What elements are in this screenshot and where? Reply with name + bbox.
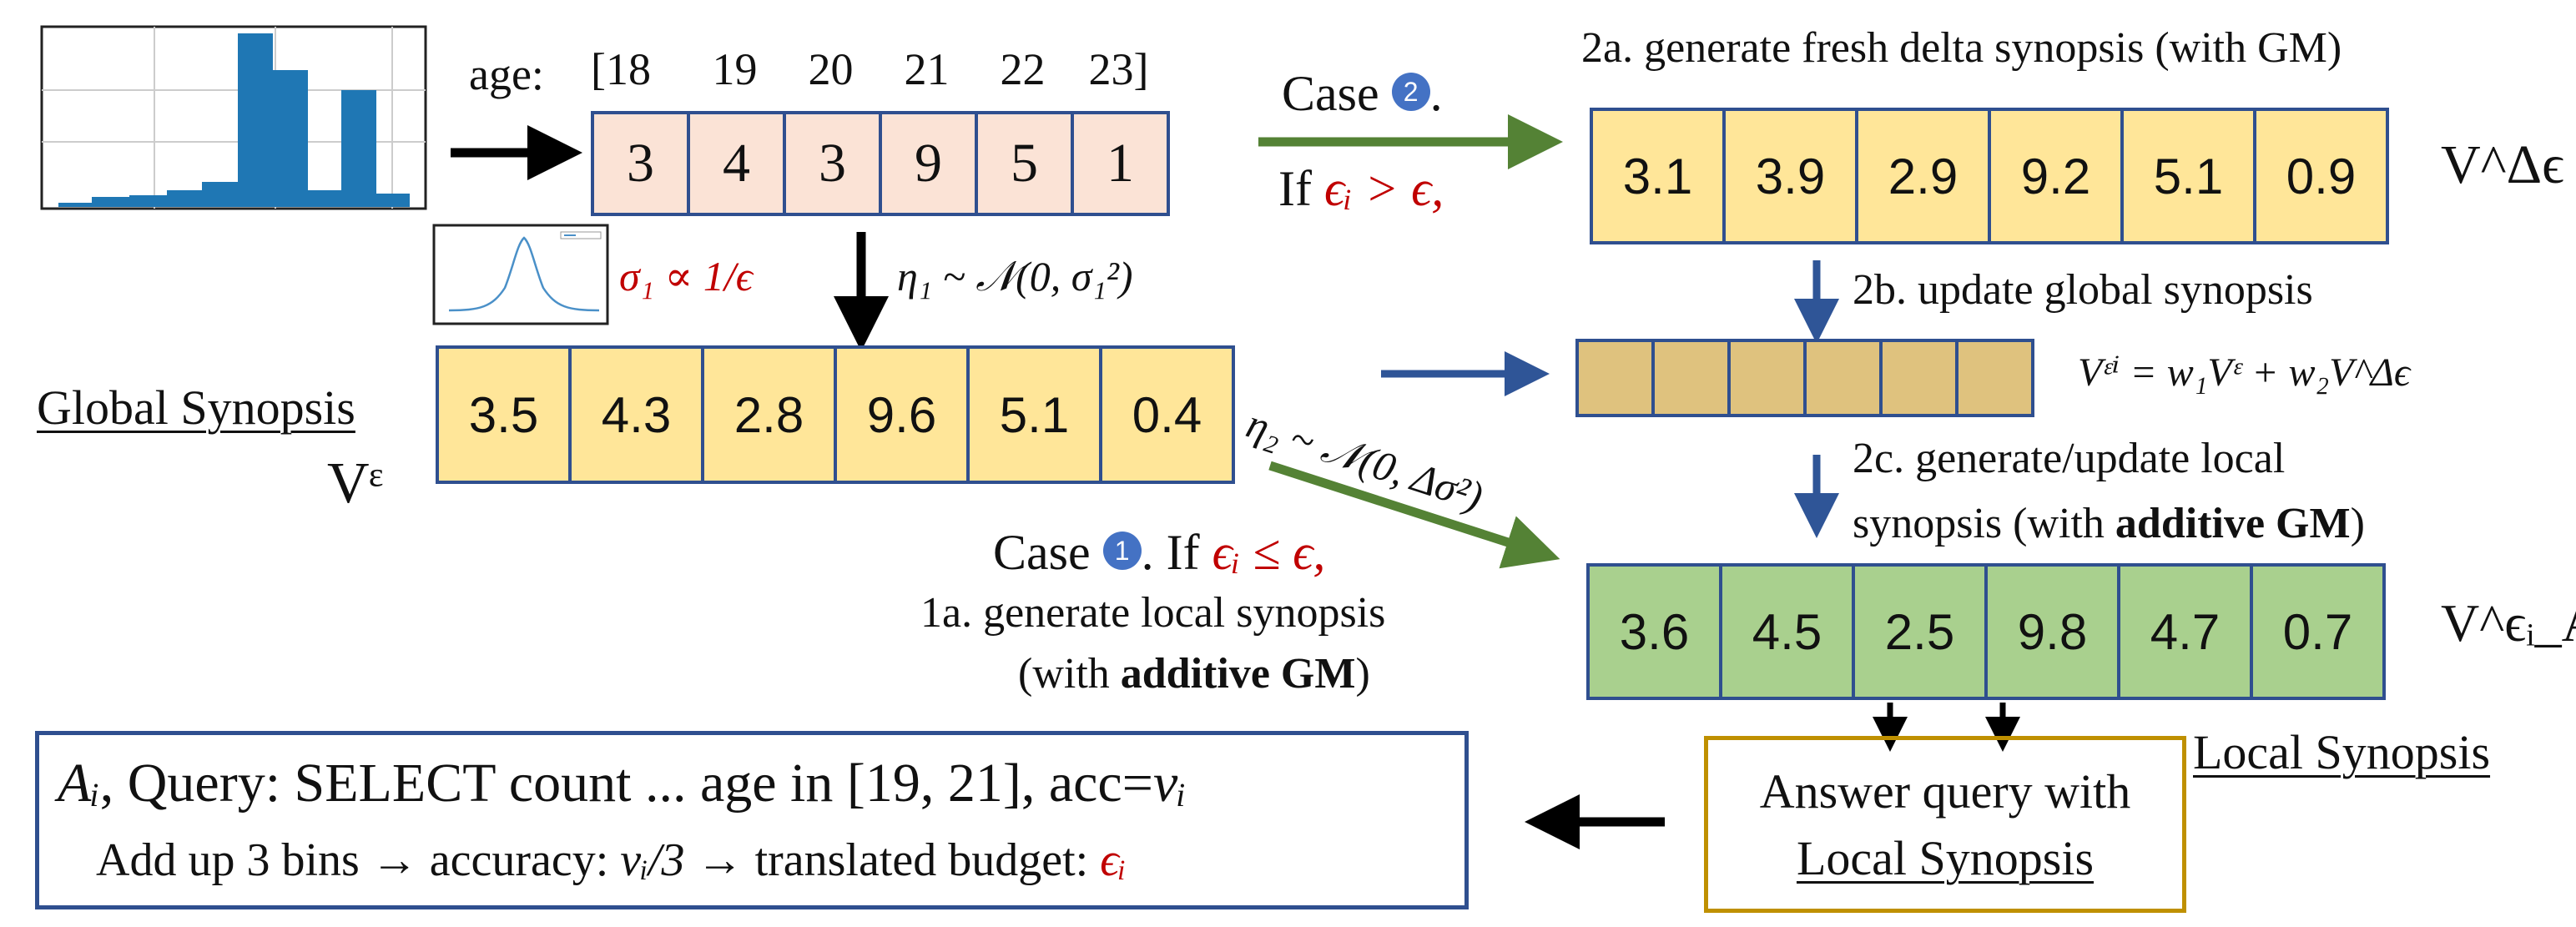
count-cell: 4 [687, 111, 786, 216]
update-formula: Vᵋⁱ = w₁Vᵋ + w₂V^Δϵ [2078, 350, 2411, 395]
local-cell: 4.5 [1719, 563, 1855, 700]
query-line2: Add up 3 bins → accuracy: vᵢ/3 → transla… [96, 834, 1127, 886]
age-tick: 22 [1000, 44, 1046, 94]
delta-cell: 0.9 [2253, 108, 2389, 244]
global-synopsis-row: 3.5 4.3 2.8 9.6 5.1 0.4 [436, 345, 1235, 484]
global-synopsis-symbol: Vᵋ [327, 451, 384, 516]
count-cell: 3 [783, 111, 882, 216]
updated-cell [1575, 339, 1655, 417]
delta-cell: 2.9 [1855, 108, 1991, 244]
local-cell: 3.6 [1586, 563, 1722, 700]
delta-cell: 5.1 [2120, 108, 2256, 244]
count-row: 3 4 3 9 5 1 [591, 111, 1170, 216]
updated-cell [1803, 339, 1883, 417]
delta-synopsis-symbol: V^Δϵ [2441, 134, 2564, 195]
step-2b-label: 2b. update global synopsis [1853, 266, 2313, 314]
count-cell: 9 [879, 111, 978, 216]
age-tick: 23] [1088, 44, 1149, 94]
eta1-expression: η₁ ~ 𝒩(0, σ₁²) [897, 253, 1133, 300]
age-tick: [18 [591, 44, 651, 94]
local-synopsis-symbol: V^ϵᵢ_Aᵢ [2441, 593, 2576, 652]
global-cell: 2.8 [701, 345, 837, 484]
age-tick: 20 [808, 44, 854, 94]
delta-cell: 3.9 [1722, 108, 1858, 244]
step-2c-line2: synopsis (with additive GM) [1853, 500, 2365, 547]
delta-cell: 3.1 [1590, 108, 1726, 244]
updated-cell [1651, 339, 1731, 417]
case2-condition: If ϵᵢ > ϵ, [1278, 161, 1444, 216]
local-cell: 9.8 [1984, 563, 2120, 700]
updated-cell [1727, 339, 1807, 417]
count-cell: 1 [1071, 111, 1170, 216]
query-box: Aᵢ, Query: SELECT count ... age in [19, … [35, 731, 1469, 909]
global-cell: 3.5 [436, 345, 572, 484]
local-cell: 2.5 [1852, 563, 1988, 700]
case1-badge-icon: 1 [1102, 532, 1142, 571]
age-ticks: [18 19 20 21 22 23] [591, 43, 1167, 95]
answer-line1: Answer query with [1759, 764, 2131, 819]
answer-box: Answer query with Local Synopsis [1704, 736, 2186, 913]
local-synopsis-label: Local Synopsis [2193, 725, 2491, 779]
delta-synopsis-row: 3.1 3.9 2.9 9.2 5.1 0.9 [1590, 108, 2389, 244]
global-synopsis-label: Global Synopsis [37, 380, 355, 435]
case2-label: Case 2. [1282, 66, 1443, 121]
count-cell: 3 [591, 111, 690, 216]
age-tick: 19 [712, 44, 758, 94]
step-2c-line1: 2c. generate/update local [1853, 435, 2286, 482]
case1-label: Case 1. If ϵᵢ ≤ ϵ, [993, 525, 1326, 580]
count-cell: 5 [975, 111, 1074, 216]
local-synopsis-row: 3.6 4.5 2.5 9.8 4.7 0.7 [1586, 563, 2386, 700]
age-tick: 21 [904, 44, 950, 94]
answer-line2: Local Synopsis [1796, 831, 2095, 885]
arrow-case1 [1268, 461, 1560, 569]
case2-badge-icon: 2 [1391, 73, 1430, 112]
sigma-expression: σ₁ ∝ 1/ϵ [619, 253, 753, 300]
step-2a-label: 2a. generate fresh delta synopsis (with … [1581, 24, 2342, 72]
query-line1: Aᵢ, Query: SELECT count ... age in [19, … [58, 753, 1187, 814]
local-cell: 4.7 [2117, 563, 2253, 700]
updated-cell [1879, 339, 1958, 417]
histogram-thumbnail-icon [40, 25, 427, 210]
global-cell: 5.1 [966, 345, 1102, 484]
updated-global-row [1575, 339, 2034, 417]
gaussian-curve-thumbnail-icon [432, 224, 609, 325]
local-cell: 0.7 [2250, 563, 2386, 700]
step-1a-line2: (with additive GM) [1018, 650, 1370, 698]
global-cell: 4.3 [568, 345, 704, 484]
delta-cell: 9.2 [1988, 108, 2124, 244]
global-cell: 9.6 [834, 345, 970, 484]
global-cell: 0.4 [1099, 345, 1235, 484]
updated-cell [1955, 339, 2034, 417]
step-1a-line1: 1a. generate local synopsis [920, 589, 1386, 637]
age-label: age: [469, 49, 544, 99]
